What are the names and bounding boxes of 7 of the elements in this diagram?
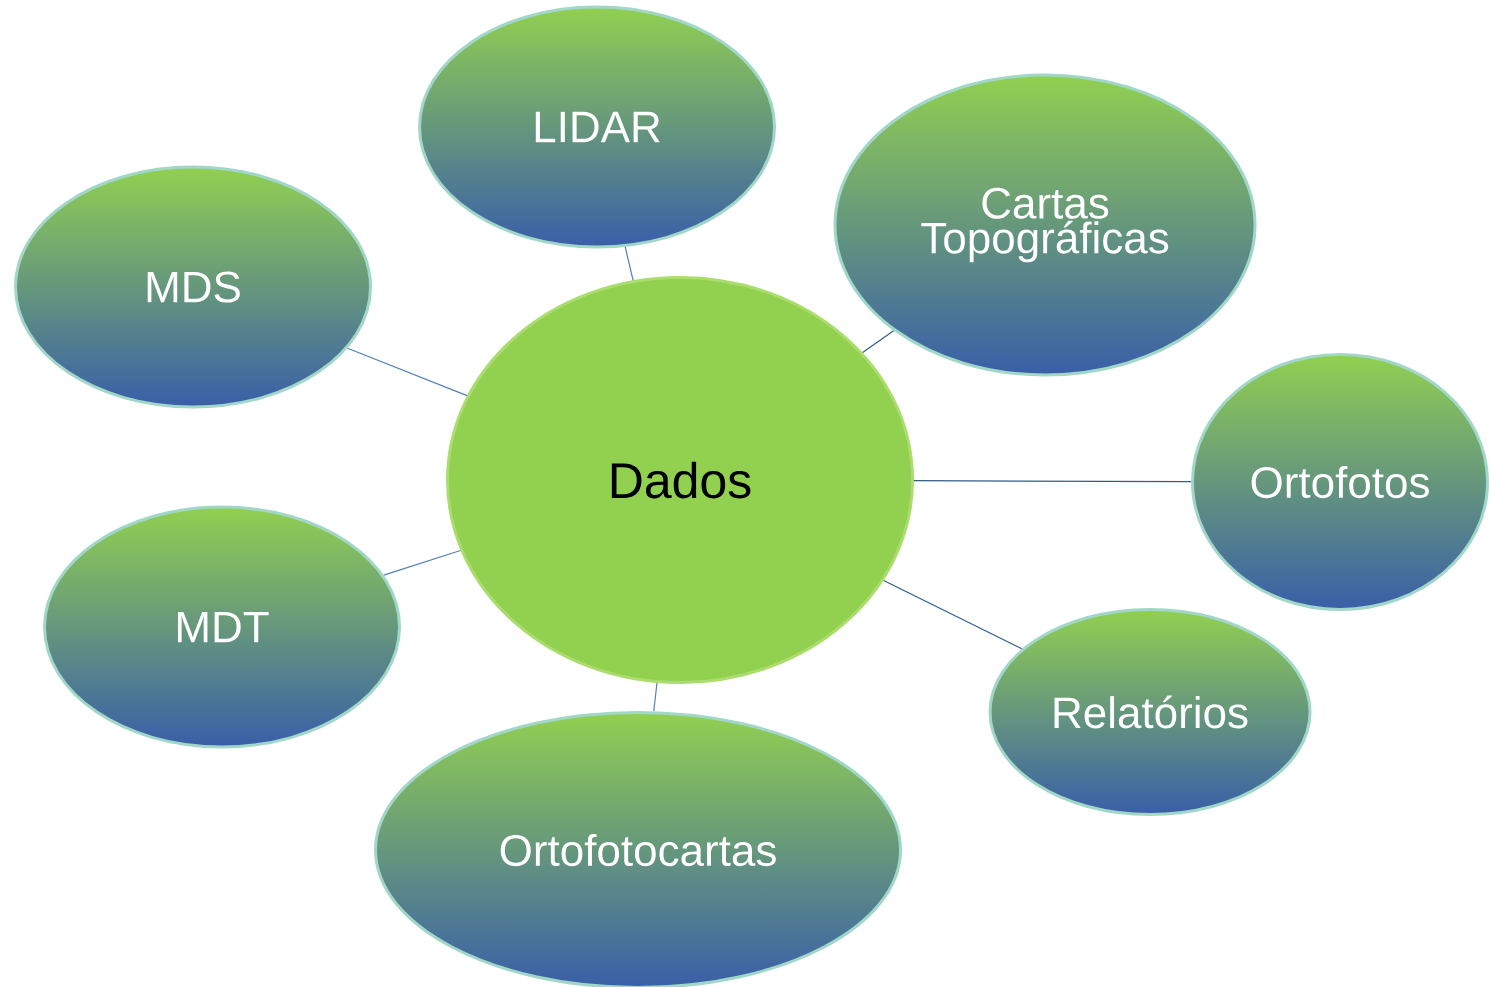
connector-line xyxy=(653,682,658,712)
connector-line xyxy=(862,330,895,354)
connector-line xyxy=(624,246,634,281)
connector-line xyxy=(383,549,462,576)
connector-line xyxy=(913,480,1192,483)
connector-line xyxy=(883,579,1023,650)
connector-line xyxy=(347,347,468,397)
